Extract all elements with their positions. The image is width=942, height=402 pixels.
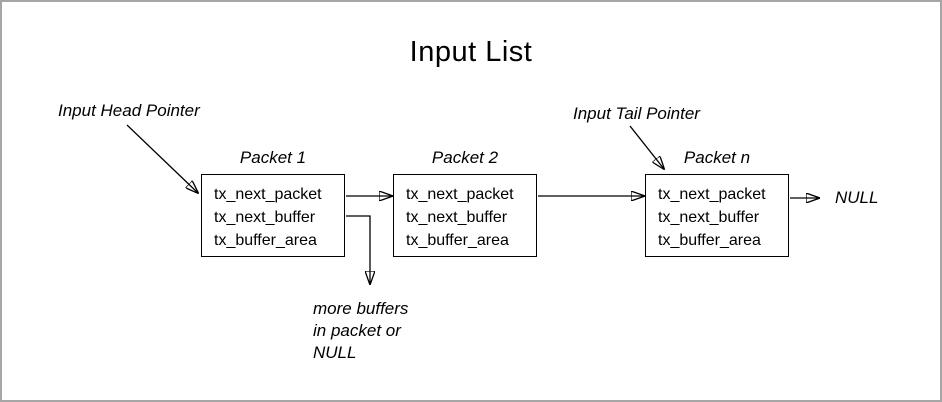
- packet-2-field-tx-buffer-area: tx_buffer_area: [406, 231, 509, 249]
- more-buffers-note: more buffers in packet or NULL: [313, 299, 409, 362]
- packet-n-title: Packet n: [683, 148, 751, 167]
- packet-2-field-tx-next-buffer: tx_next_buffer: [406, 208, 508, 226]
- head-pointer-arrow: [126, 124, 198, 193]
- packet-2-field-tx-next-packet: tx_next_packet: [406, 185, 514, 203]
- diagram-title: Input List: [409, 36, 533, 68]
- packet-n-field-tx-next-packet: tx_next_packet: [658, 185, 766, 203]
- more-buffers-elbow-arrow: [346, 215, 370, 284]
- packet-n-field-tx-next-buffer: tx_next_buffer: [658, 208, 760, 226]
- packet-1-field-tx-buffer-area: tx_buffer_area: [214, 231, 317, 249]
- null-terminator-label: NULL: [835, 188, 879, 207]
- packet-1-field-tx-next-buffer: tx_next_buffer: [214, 208, 316, 226]
- input-head-pointer-label: Input Head Pointer: [58, 101, 200, 120]
- packet-n-field-tx-buffer-area: tx_buffer_area: [658, 231, 761, 249]
- input-tail-pointer-label: Input Tail Pointer: [573, 104, 700, 123]
- packet-2-box: tx_next_packet tx_next_buffer tx_buffer_…: [393, 174, 537, 257]
- packet-1-box: tx_next_packet tx_next_buffer tx_buffer_…: [201, 174, 345, 257]
- packet-1-field-tx-next-packet: tx_next_packet: [214, 185, 322, 203]
- tail-pointer-arrow: [629, 125, 664, 169]
- packet-1-title: Packet 1: [239, 148, 307, 167]
- packet-n-box: tx_next_packet tx_next_buffer tx_buffer_…: [645, 174, 789, 257]
- packet-2-title: Packet 2: [431, 148, 499, 167]
